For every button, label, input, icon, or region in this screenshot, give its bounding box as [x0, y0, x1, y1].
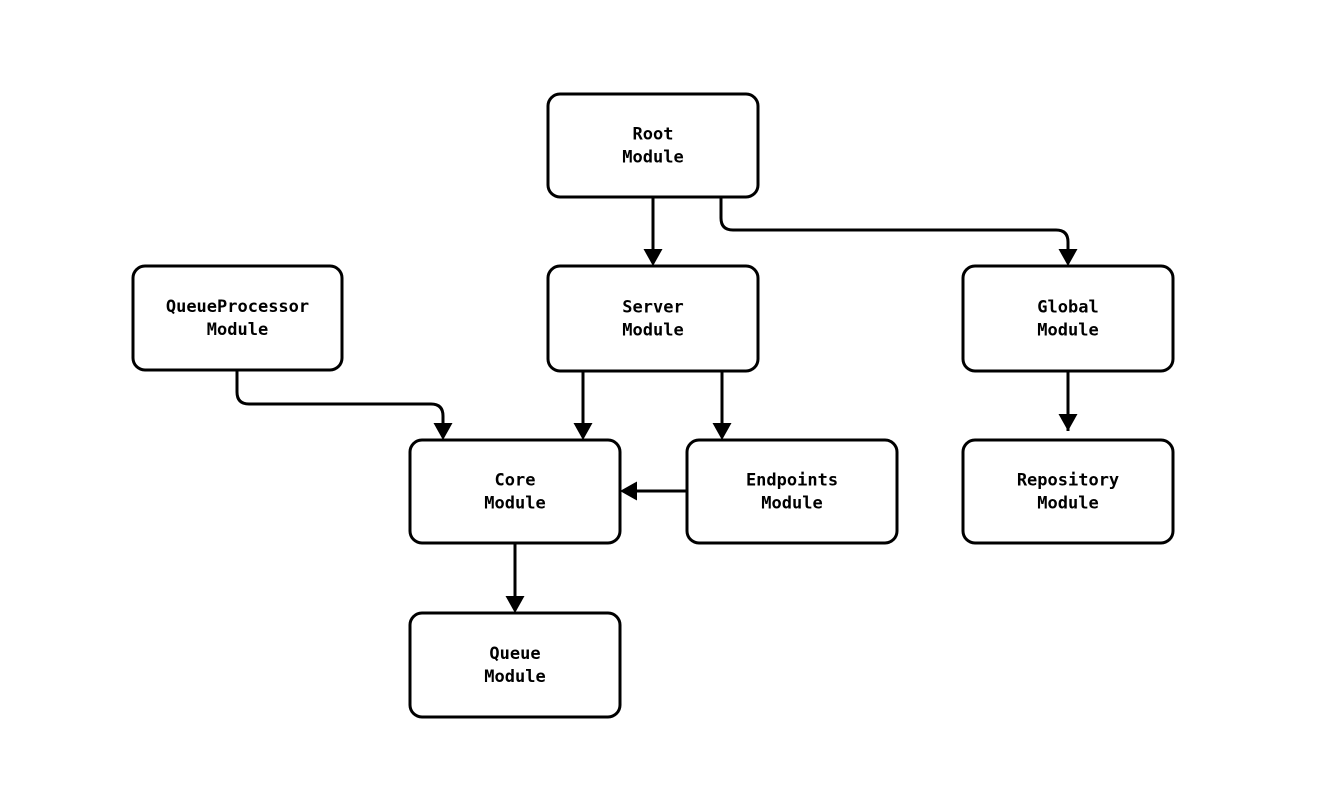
edge-core-to-queue [505, 543, 525, 613]
global-module-label-line1: Global [1037, 298, 1098, 318]
queueprocessor-module-label-line2: Module [207, 320, 268, 340]
server-module-label-line2: Module [622, 321, 683, 341]
queue-module-label-line2: Module [484, 667, 545, 687]
edge-queueprocessor-to-core-line [235, 370, 445, 431]
queueprocessor-module-box[interactable] [131, 264, 344, 372]
queue-module-box[interactable] [408, 611, 622, 719]
edge-global-to-repository-arrowhead-icon [1058, 414, 1078, 431]
edges-layer [235, 197, 1078, 613]
global-module-box[interactable] [961, 264, 1175, 373]
edge-core-to-queue-arrowhead-icon [505, 596, 525, 613]
nodes-layer: RootModuleQueueProcessorModuleServerModu… [131, 92, 1175, 719]
endpoints-module-label-line2: Module [761, 494, 822, 514]
queueprocessor-module-label-line1: QueueProcessor [166, 297, 309, 317]
edge-root-to-global-arrowhead-icon [1058, 249, 1078, 266]
edge-server-to-core [573, 371, 593, 440]
edge-root-to-server-arrowhead-icon [643, 249, 663, 266]
root-module-label-line2: Module [622, 148, 683, 168]
server-module-box[interactable] [546, 264, 760, 373]
edge-endpoints-to-core-arrowhead-icon [620, 481, 637, 501]
core-module-label-line1: Core [495, 471, 536, 491]
server-module-label-line1: Server [622, 298, 683, 318]
edge-root-to-global [719, 197, 1078, 266]
edge-server-to-endpoints-arrowhead-icon [712, 423, 732, 440]
edge-queueprocessor-to-core [235, 370, 453, 440]
repository-module-label-line1: Repository [1017, 471, 1119, 491]
queue-module-label-line1: Queue [489, 644, 540, 664]
edge-root-to-global-line [719, 197, 1070, 257]
repository-module-label-line2: Module [1037, 494, 1098, 514]
edge-root-to-server [643, 197, 663, 266]
root-module-label-line1: Root [633, 125, 674, 145]
edge-queueprocessor-to-core-arrowhead-icon [433, 423, 453, 440]
endpoints-module-label-line1: Endpoints [746, 471, 838, 491]
core-module-label-line2: Module [484, 494, 545, 514]
edge-global-to-repository [1058, 371, 1078, 431]
edge-endpoints-to-core [620, 481, 687, 501]
repository-module-box[interactable] [961, 438, 1175, 545]
global-module-label-line2: Module [1037, 321, 1098, 341]
root-module-box[interactable] [546, 92, 760, 199]
edge-server-to-endpoints [712, 371, 732, 440]
core-module-box[interactable] [408, 438, 622, 545]
endpoints-module-box[interactable] [685, 438, 899, 545]
edge-server-to-core-arrowhead-icon [573, 423, 593, 440]
